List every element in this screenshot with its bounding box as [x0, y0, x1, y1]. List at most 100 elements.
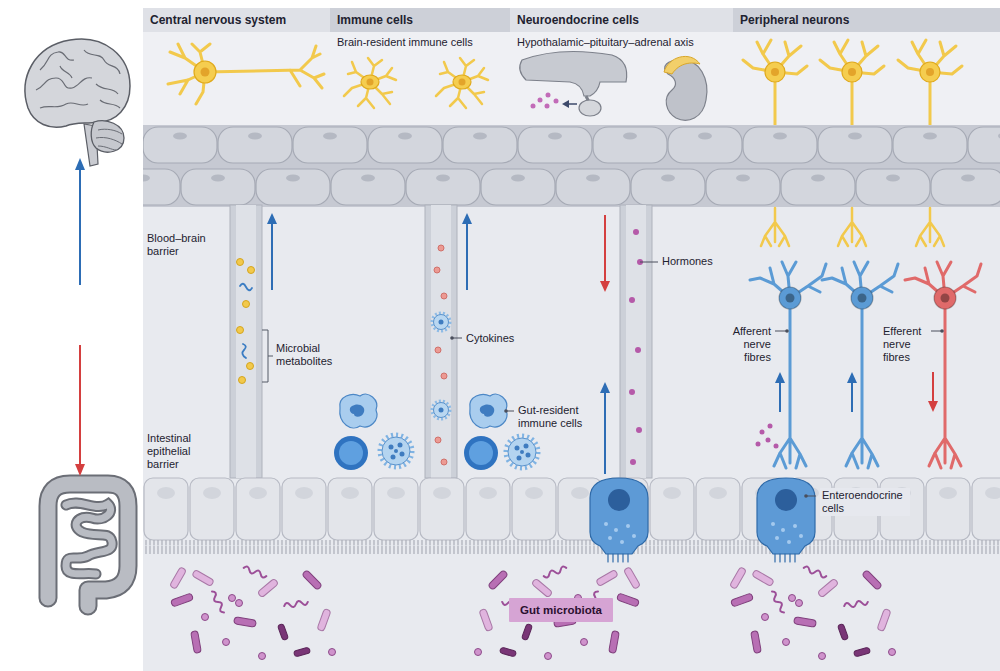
- hormone-particles: [629, 297, 635, 303]
- gut-nerve-fibres: [905, 262, 981, 468]
- hpa-axis-drawing: [562, 100, 569, 108]
- diagram-label: Cytokines: [466, 332, 536, 345]
- blood-brain-barrier: [931, 169, 1000, 205]
- blood-brain-barrier: [143, 125, 1000, 207]
- blood-vessel: [620, 205, 652, 478]
- direction-arrow: [75, 158, 85, 170]
- hpa-axis-drawing: [545, 104, 550, 109]
- intestinal-epithelium: [512, 478, 556, 540]
- hpa-axis-drawing: [664, 56, 700, 74]
- header-band: Neuroendocrine cellsHypothalamic–pituita…: [510, 8, 733, 56]
- gut-nerve-fibres: [785, 329, 789, 333]
- peripheral-neurons: [820, 40, 884, 125]
- cytokine-particles: [441, 459, 447, 465]
- header-band: Central nervous system: [143, 8, 330, 32]
- brain-drawing: [25, 39, 130, 166]
- gut-nerve-fibres: [750, 262, 826, 468]
- flow-arrow: [604, 391, 606, 474]
- brain-drawing: [96, 129, 122, 150]
- intestinal-epithelium: [466, 478, 510, 540]
- direction-arrow: [79, 345, 81, 466]
- flow-arrow: [851, 381, 853, 412]
- metabolite-particles: [262, 330, 273, 382]
- intestine-drawing: [48, 484, 128, 606]
- blood-brain-barrier: [143, 125, 1000, 207]
- metabolite-particles: [240, 284, 252, 291]
- gut-immune-cells: [334, 436, 368, 470]
- blood-brain-barrier: [368, 127, 442, 163]
- hpa-axis-drawing: [546, 93, 551, 98]
- cytokine-particles: [441, 373, 447, 379]
- peripheral-neurons: [898, 40, 962, 125]
- hpa-axis-drawing: [520, 51, 707, 120]
- cns-neuron: [201, 68, 210, 77]
- flow-arrow: [775, 372, 785, 383]
- hormone-particles: [633, 229, 639, 235]
- intestinal-epithelium: [757, 478, 815, 562]
- blood-brain-barrier: [856, 169, 930, 205]
- flow-arrow: [600, 382, 610, 393]
- blood-brain-barrier: [143, 169, 180, 205]
- blood-vessel: [425, 205, 457, 478]
- brain-drawing: [25, 39, 130, 127]
- blood-vessel: [230, 205, 652, 478]
- band-heading: Neuroendocrine cells: [510, 8, 733, 32]
- flow-arrow: [600, 281, 610, 292]
- intestinal-epithelium: [926, 478, 970, 540]
- microglia: [344, 58, 396, 108]
- diagram-label: Efferent nerve fibres: [883, 325, 927, 364]
- flow-arrow: [604, 215, 606, 283]
- band-subheading: Hypothalamic–pituitary–adrenal axis: [510, 32, 733, 49]
- diagram-label: Afferent nerve fibres: [727, 325, 771, 364]
- hormone-particles: [766, 438, 771, 443]
- peripheral-neurons: [743, 40, 807, 125]
- microglia: [436, 58, 488, 108]
- cytokine-particles: [432, 313, 450, 331]
- hormone-particles: [629, 389, 635, 395]
- direction-arrow: [79, 168, 81, 285]
- intestine-drawing: [66, 503, 112, 574]
- intestinal-epithelium: [590, 478, 648, 562]
- gut-bacteria: [729, 566, 895, 660]
- cns-neuron: [194, 61, 216, 83]
- intestinal-epithelium: [374, 478, 418, 540]
- intestinal-epithelium: [650, 478, 694, 540]
- gut-immune-cells: [506, 436, 538, 468]
- hpa-axis-drawing: [538, 98, 543, 103]
- gut-immune-cells: [506, 411, 514, 412]
- hormone-particles: [635, 347, 641, 353]
- hpa-axis-drawing: [520, 51, 627, 96]
- diagram-label: Gut-resident immune cells: [518, 404, 590, 430]
- header-band: Peripheral neurons: [733, 8, 1000, 32]
- blood-brain-barrier: [556, 169, 630, 205]
- cns-neuron: [168, 44, 324, 104]
- hormone-particles: [756, 442, 761, 447]
- panel-ground: [143, 8, 1000, 671]
- intestinal-epithelium: [972, 478, 1000, 540]
- hormone-particles: [640, 262, 658, 263]
- blood-brain-barrier: [743, 127, 817, 163]
- flow-arrow: [932, 372, 934, 403]
- diagram-label: Hormones: [662, 255, 722, 268]
- flow-arrow: [267, 213, 938, 474]
- blood-brain-barrier: [968, 127, 1000, 163]
- intestinal-epithelium: [328, 478, 372, 540]
- gut-nerve-fibres: [940, 329, 944, 333]
- cns-neuron: [168, 44, 324, 104]
- metabolite-particles: [237, 259, 244, 266]
- hormone-particles: [629, 229, 779, 465]
- band-subheading: Brain-resident immune cells: [330, 32, 510, 49]
- intestinal-epithelium: [420, 478, 464, 540]
- hormone-particles: [774, 444, 779, 449]
- hormone-particles: [768, 424, 773, 429]
- cytokine-particles: [434, 267, 440, 273]
- metabolite-particles: [237, 327, 244, 334]
- intestinal-epithelium: [143, 478, 1000, 562]
- flow-arrow: [271, 222, 273, 290]
- direction-arrow: [75, 464, 85, 476]
- blood-brain-barrier: [481, 169, 555, 205]
- band-heading: Immune cells: [330, 8, 510, 32]
- intestinal-epithelium: [143, 540, 1000, 554]
- hormone-particles: [760, 430, 765, 435]
- hormone-particles: [636, 427, 642, 433]
